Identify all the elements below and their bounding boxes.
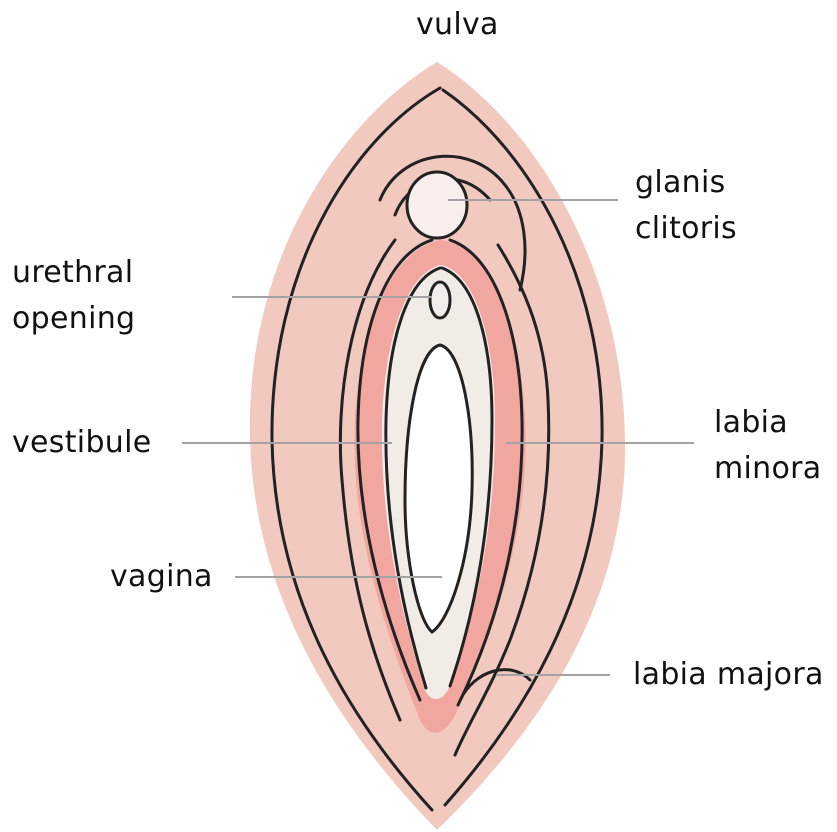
urethral-opening-shape [430,282,450,318]
diagram-title: vulva [416,2,499,48]
label-urethral-opening-line-2: opening [12,296,135,342]
label-urethral-opening: urethral opening [12,250,135,342]
glans-clitoris-shape [407,172,467,238]
label-labia-minora: labia minora [714,400,821,492]
label-glans-clitoris: glanis clitoris [635,160,737,252]
label-vagina-line-1: vagina [110,554,213,600]
label-vestibule: vestibule [12,420,152,466]
label-vagina: vagina [110,554,213,600]
label-urethral-opening-line-1: urethral [12,250,135,296]
label-labia-minora-line-2: minora [714,446,821,492]
label-labia-minora-line-1: labia [714,400,821,446]
label-vestibule-line-1: vestibule [12,420,152,466]
label-labia-majora-line-1: labia majora [633,652,824,698]
label-labia-majora: labia majora [633,652,824,698]
label-glans-clitoris-line-2: clitoris [635,206,737,252]
label-glans-clitoris-line-1: glanis [635,160,737,206]
